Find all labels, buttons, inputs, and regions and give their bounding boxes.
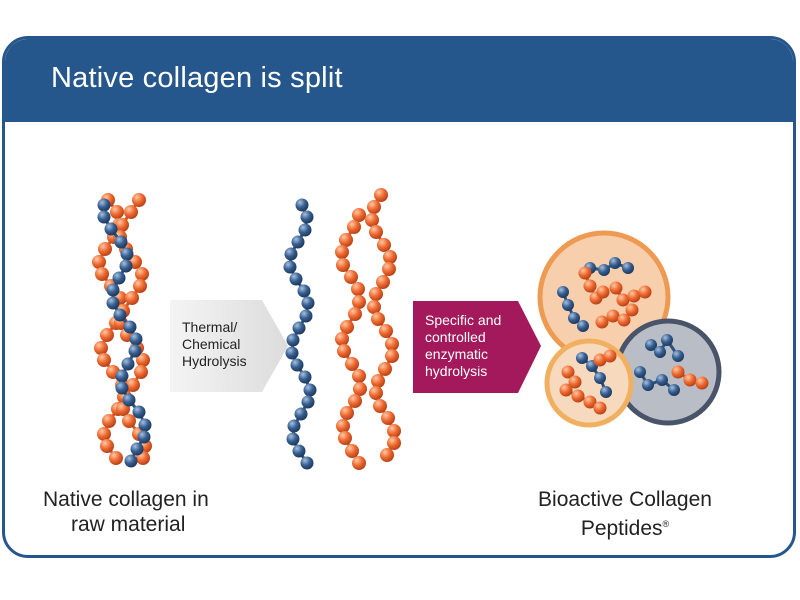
- peptide-fragment: [609, 281, 652, 307]
- peptide-fragment: [634, 366, 680, 396]
- peptide-fragment: [557, 286, 589, 332]
- page-title: Native collagen is split: [51, 62, 343, 94]
- peptide-fragment: [576, 352, 612, 398]
- peptide-fragment: [561, 365, 582, 389]
- unwound-chain-orange-1: [335, 208, 367, 470]
- peptide-fragment: [595, 303, 639, 329]
- peptide-fragment: [559, 383, 607, 415]
- peptide-fragment: [593, 349, 617, 367]
- unwound-collagen-chains-icon: [283, 188, 401, 470]
- peptide-circle-small: [544, 338, 634, 428]
- peptide-fragment: [671, 365, 709, 390]
- unwound-chain-blue: [283, 198, 317, 470]
- peptide-fragment: [578, 266, 610, 305]
- thermal-hydrolysis-label: Thermal/ Chemical Hydrolysis: [182, 319, 247, 369]
- bioactive-peptides-caption: Bioactive Collagen Peptides®: [538, 488, 712, 540]
- unwound-chain-orange-2: [365, 188, 401, 462]
- peptide-fragments: [557, 257, 709, 415]
- native-collagen-caption: Native collagen in raw material: [43, 488, 209, 536]
- header-bar: Native collagen is split: [5, 39, 793, 122]
- helix-strand-blue: [97, 198, 152, 468]
- enzymatic-hydrolysis-arrow: [413, 301, 541, 393]
- enzymatic-hydrolysis-label: Specific and controlled enzymatic hydrol…: [425, 312, 502, 379]
- peptide-fragment: [645, 334, 684, 362]
- peptide-fragment: [584, 257, 634, 276]
- collagen-triple-helix-icon: [92, 193, 152, 468]
- thermal-hydrolysis-arrow: [170, 300, 288, 392]
